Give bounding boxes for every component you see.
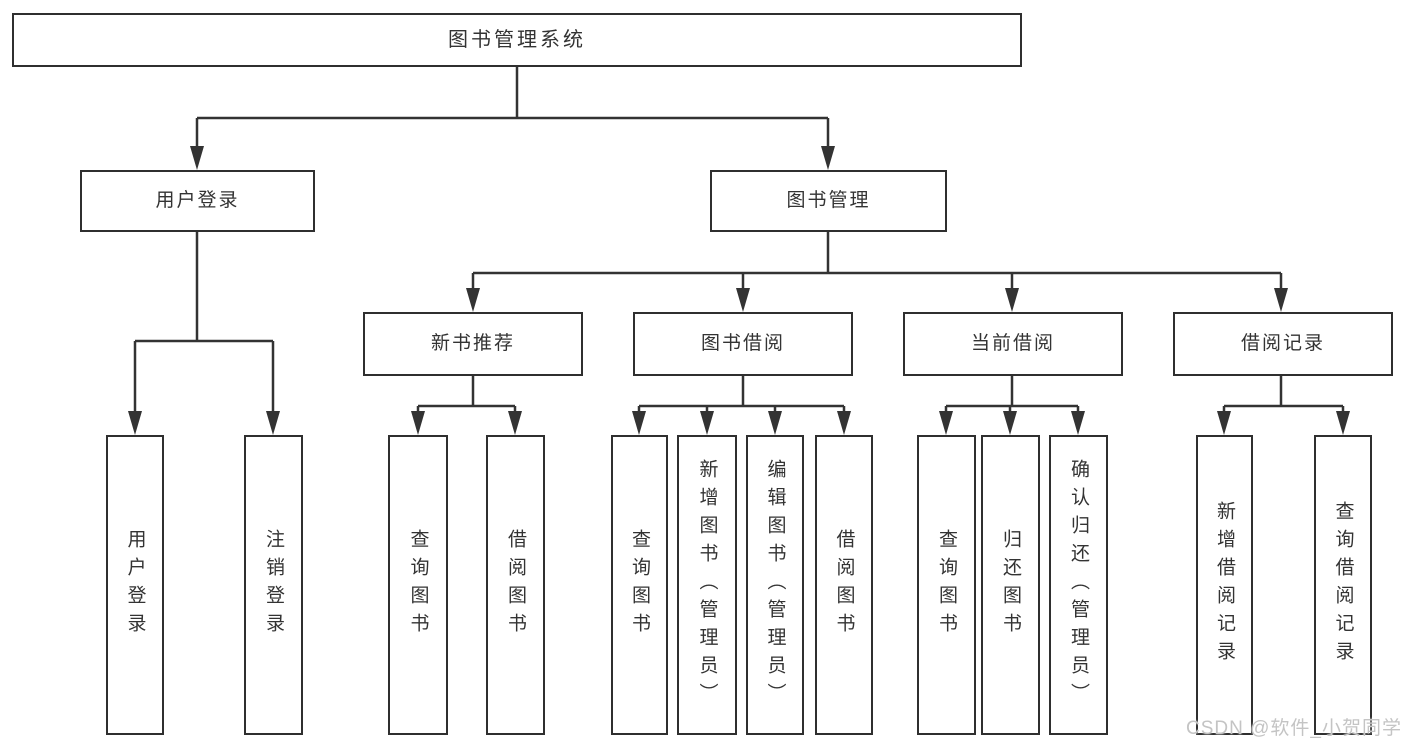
arrowhead-icon <box>508 411 522 435</box>
node-query-books-1: 查询图书 <box>388 435 448 735</box>
arrowhead-icon <box>190 146 204 170</box>
node-confirm-return-admin: 确认归还（管理员） <box>1049 435 1108 735</box>
arrowhead-icon <box>128 411 142 435</box>
node-current-borrowing: 当前借阅 <box>903 312 1123 376</box>
connector-newbookrec-branch <box>416 376 517 414</box>
arrowhead-icon <box>736 288 750 312</box>
arrowhead-icon <box>466 288 480 312</box>
connector-root-to-level2 <box>195 66 830 148</box>
node-edit-books-admin-label: 编辑图书（管理员） <box>764 459 786 711</box>
node-borrow-books-2: 借阅图书 <box>815 435 873 735</box>
node-borrowing-records: 借阅记录 <box>1173 312 1393 376</box>
node-query-books-2: 查询图书 <box>611 435 668 735</box>
node-query-books-1-label: 查询图书 <box>407 529 429 641</box>
node-confirm-return-admin-label: 确认归还（管理员） <box>1068 459 1089 711</box>
node-borrow-books-1: 借阅图书 <box>486 435 545 735</box>
node-borrowing-records-label: 借阅记录 <box>1240 332 1325 354</box>
node-query-books-3-label: 查询图书 <box>936 529 957 641</box>
node-add-books-admin: 新增图书（管理员） <box>677 435 737 735</box>
arrowhead-icon <box>1005 288 1019 312</box>
connector-bookborrow-branch <box>637 376 846 414</box>
arrowhead-icon <box>1336 411 1350 435</box>
node-edit-books-admin: 编辑图书（管理员） <box>746 435 804 735</box>
connector-currentborrow-branch <box>944 376 1080 414</box>
csdn-watermark: CSDN @软件_小贺同学 <box>1186 718 1402 739</box>
node-add-books-admin-label: 新增图书（管理员） <box>696 459 718 711</box>
arrowhead-icon <box>266 411 280 435</box>
node-logout: 注销登录 <box>244 435 303 735</box>
arrowhead-icon <box>411 411 425 435</box>
node-new-book-recommend: 新书推荐 <box>363 312 583 376</box>
node-query-books-3: 查询图书 <box>917 435 976 735</box>
node-return-books-label: 归还图书 <box>1000 529 1021 641</box>
node-book-borrowing: 图书借阅 <box>633 312 853 376</box>
node-borrow-books-2-label: 借阅图书 <box>833 529 855 641</box>
arrowhead-icon <box>700 411 714 435</box>
node-book-management: 图书管理 <box>710 170 947 232</box>
connector-userlogin-branch <box>133 232 275 414</box>
node-query-books-2-label: 查询图书 <box>629 529 650 641</box>
node-user-login-label: 用户登录 <box>155 189 240 211</box>
arrowhead-icon <box>939 411 953 435</box>
node-add-borrow-record: 新增借阅记录 <box>1196 435 1253 735</box>
node-query-borrow-record: 查询借阅记录 <box>1314 435 1372 735</box>
node-new-book-recommend-label: 新书推荐 <box>430 332 515 354</box>
connector-bookmgmt-to-level3 <box>471 232 1283 290</box>
arrowhead-icon <box>1274 288 1288 312</box>
node-user-login-leaf: 用户登录 <box>106 435 164 735</box>
arrowhead-icon <box>1003 411 1017 435</box>
arrowhead-icon <box>1217 411 1231 435</box>
arrowhead-icon <box>768 411 782 435</box>
arrowhead-icon <box>1071 411 1085 435</box>
node-book-borrowing-label: 图书借阅 <box>700 332 785 354</box>
connector-borrowrecords-branch <box>1222 376 1345 414</box>
node-user-login: 用户登录 <box>80 170 315 232</box>
node-borrow-books-1-label: 借阅图书 <box>505 529 526 641</box>
node-root: 图书管理系统 <box>12 13 1022 67</box>
node-query-borrow-record-label: 查询借阅记录 <box>1332 501 1354 669</box>
node-add-borrow-record-label: 新增借阅记录 <box>1214 501 1235 669</box>
node-book-management-label: 图书管理 <box>786 189 871 211</box>
node-logout-label: 注销登录 <box>263 529 284 641</box>
arrowhead-icon <box>837 411 851 435</box>
arrowhead-icon <box>632 411 646 435</box>
node-user-login-leaf-label: 用户登录 <box>124 529 146 641</box>
node-current-borrowing-label: 当前借阅 <box>970 332 1055 354</box>
node-root-label: 图书管理系统 <box>448 29 586 51</box>
arrowhead-icon <box>821 146 835 170</box>
node-return-books: 归还图书 <box>981 435 1040 735</box>
